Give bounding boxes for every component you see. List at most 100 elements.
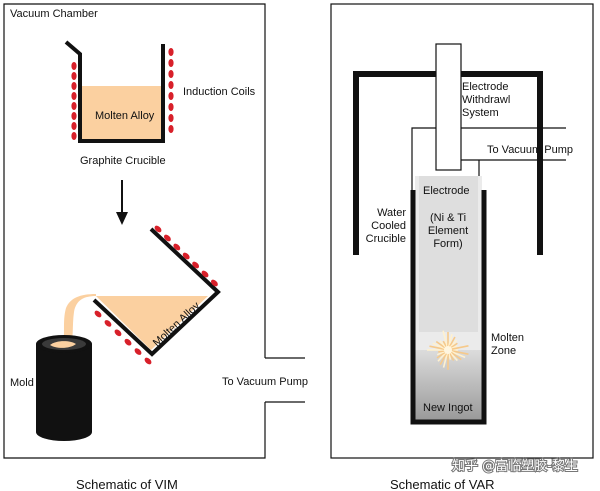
elementForm-line: (Ni & Ti (430, 212, 466, 224)
induction-coil-icon (71, 122, 77, 130)
var-caption: Schematic of VAR (390, 477, 495, 491)
induction-coil-icon (134, 348, 142, 355)
induction-coil-icon (168, 114, 174, 122)
induction-coil-icon (168, 48, 174, 56)
induction-coil-icon (168, 70, 174, 78)
withdrawl-line: System (462, 107, 499, 119)
induction-coil-icon (94, 310, 102, 318)
molten-alloy-pool (81, 86, 162, 140)
spark-ray (449, 351, 462, 361)
spark-ray (442, 330, 449, 348)
crucibleLbl-line: Cooled (371, 220, 406, 232)
vim-pump-port (265, 357, 305, 403)
spark-ray (450, 345, 458, 350)
crucibleLbl-line: Water (377, 207, 406, 219)
induction-coil-icon (163, 234, 171, 242)
spark-ray (436, 350, 446, 356)
induction-coil-icon (71, 62, 77, 70)
induction-coils-label: Induction Coils (183, 86, 256, 98)
spark-ray (449, 339, 458, 349)
tilted-induction-coils (94, 310, 152, 365)
induction-coil-icon (210, 279, 218, 287)
watermark: 知乎 @富临塑胶-黎生 (452, 458, 578, 474)
spark-ray (447, 352, 452, 360)
var-vacuum-pump-label: To Vacuum Pump (487, 144, 573, 156)
molten-alloy-label: Molten Alloy (95, 110, 155, 122)
electrode-body (419, 176, 478, 332)
spark-ray (447, 334, 453, 348)
molten-alloy-tilted-pool (96, 296, 208, 350)
induction-coil-icon (104, 320, 112, 327)
tilted-crucible (92, 225, 221, 365)
induction-coil-icon (114, 329, 122, 337)
induction-coil-icon (154, 225, 162, 233)
induction-coil-icon (71, 72, 77, 80)
spark-ray (450, 349, 469, 355)
var-chamber-wall (353, 71, 543, 255)
induction-coil-icon (124, 338, 132, 346)
electrode-rod (435, 43, 462, 171)
spark-ray (450, 350, 466, 359)
tilted-induction-coils-upper (154, 225, 218, 287)
induction-coil-icon (168, 81, 174, 89)
spark-ray (448, 336, 456, 348)
spark-ray (432, 342, 446, 350)
pour-arrow-icon (116, 180, 128, 225)
induction-coils-left (71, 62, 77, 140)
induction-coil-icon (71, 112, 77, 120)
vim-panel: Vacuum Chamber Molten Alloy Induction Co… (3, 3, 308, 459)
induction-coil-icon (71, 102, 77, 110)
withdrawl-line: Withdrawl (462, 94, 510, 106)
spark-ray (435, 340, 447, 349)
withdrawl-line: Electrode (462, 81, 508, 93)
induction-coil-icon (144, 357, 152, 365)
spark-ray (442, 352, 449, 368)
crucibleLbl-line: Crucible (366, 233, 406, 245)
vim-caption: Schematic of VIM (76, 477, 178, 491)
tilted-crucible-wall (92, 227, 221, 357)
graphite-crucible (64, 40, 174, 143)
moltenZone-line: Molten (491, 332, 524, 344)
spark-ray (448, 352, 455, 361)
electrode-label: Electrode (423, 185, 469, 197)
spark-ray (438, 349, 446, 353)
vim-vacuum-pump-label: To Vacuum Pump (222, 376, 308, 388)
mold-label: Mold (10, 377, 34, 389)
induction-coil-icon (71, 132, 77, 140)
new-ingot-label: New Ingot (423, 402, 473, 414)
spark-ray (436, 351, 447, 359)
spark-ray (449, 342, 458, 349)
induction-coil-icon (168, 92, 174, 100)
var-inner-housing (411, 127, 566, 190)
arc-sparks-icon (427, 330, 469, 370)
induction-coil-icon (71, 82, 77, 90)
induction-coil-icon (168, 103, 174, 111)
vacuum-chamber-label: Vacuum Chamber (10, 8, 98, 20)
spark-ray (450, 345, 469, 351)
arc-core (444, 346, 452, 354)
induction-coil-icon (182, 252, 190, 260)
induction-coil-icon (192, 261, 200, 269)
spark-ray (437, 351, 447, 362)
induction-coil-icon (168, 59, 174, 67)
induction-coil-icon (71, 92, 77, 100)
var-border (330, 3, 594, 459)
induction-coil-icon (201, 270, 209, 278)
vacuum-chamber-wall (3, 3, 266, 459)
spark-ray (449, 351, 458, 362)
spark-ray (439, 340, 447, 349)
induction-coils-right (168, 48, 174, 133)
elementForm-line: Element (428, 225, 468, 237)
spark-ray (439, 352, 448, 365)
moltenZone-line: Zone (491, 345, 516, 357)
crucible-wall (64, 40, 165, 143)
induction-coil-icon (168, 125, 174, 133)
spark-ray (442, 340, 448, 348)
graphite-crucible-label: Graphite Crucible (80, 155, 166, 167)
